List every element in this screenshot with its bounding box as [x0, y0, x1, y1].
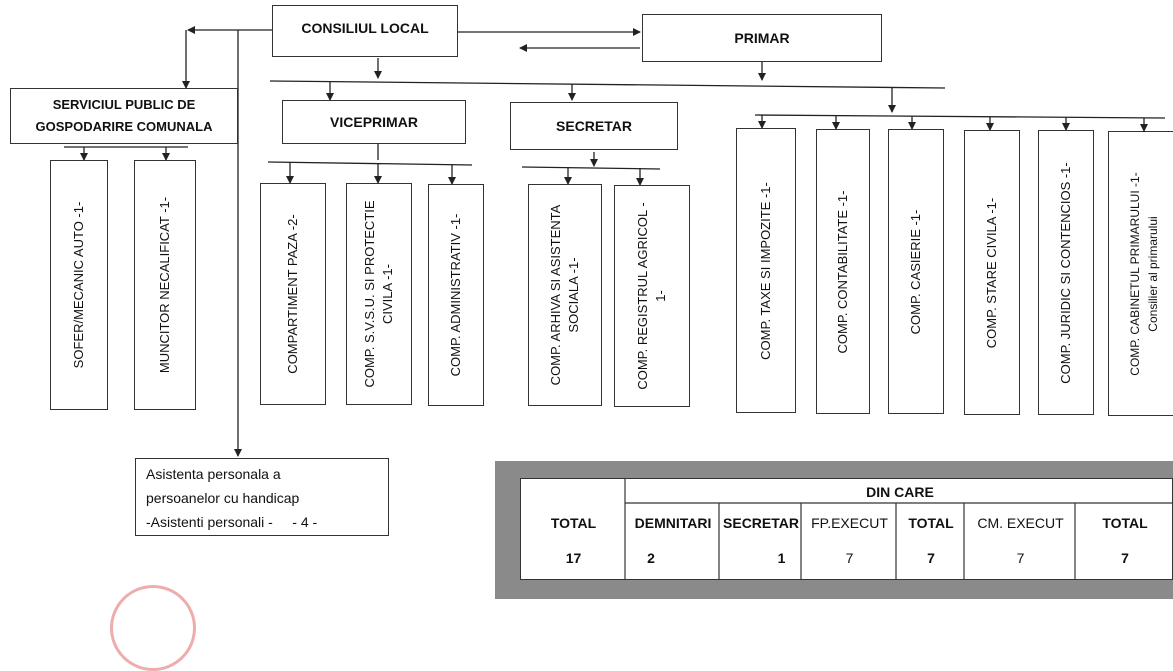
comp-registrul-agricol-box: COMP. REGISTRUL AGRICOL - 1- [614, 185, 690, 407]
compartiment-paza-label: COMPARTIMENT PAZA -2- [285, 214, 300, 374]
comp-cabinetul-line1: COMP. CABINETUL PRIMARULUI -1- [1127, 171, 1142, 376]
comp-taxe-impozite-label: COMP. TAXE SI IMPOZITE -1- [758, 181, 773, 360]
table-header-secretar: SECRETAR [723, 515, 799, 531]
sofer-mecanic-label: SOFER/MECANIC AUTO -1- [71, 201, 86, 369]
comp-contabilitate-label: COMP. CONTABILITATE -1- [835, 189, 850, 354]
viceprimar-label: VICEPRIMAR [330, 114, 418, 130]
comp-registrul-line2: 1- [653, 290, 668, 302]
table-value-total: 17 [565, 550, 582, 566]
table-header-total-3: TOTAL [1102, 515, 1148, 531]
asistenta-personala-box: Asistenta personala a persoanelor cu han… [135, 458, 389, 536]
table-grid-lines [624, 478, 1173, 580]
comp-arhiva-box: COMP. ARHIVA SI ASISTENTA SOCIALA -1- [528, 184, 602, 406]
table-header-cm-execut: CM. EXECUT [977, 515, 1064, 531]
comp-casierie-box: COMP. CASIERIE -1- [888, 129, 944, 414]
comp-juridic-contencios-box: COMP. JURIDIC SI CONTENCIOS -1- [1038, 130, 1094, 415]
serviciul-public-line1: SERVICIUL PUBLIC DE [52, 97, 196, 112]
comp-svsu-line1: COMP. S.V.S.U. SI PROTECTIE [362, 200, 377, 388]
consiliul-local-box: CONSILIUL LOCAL [272, 5, 458, 57]
stamp-seal [110, 585, 196, 671]
asistenta-line3: -Asistenti personali - - 4 - [146, 514, 318, 530]
comp-registrul-line1: COMP. REGISTRUL AGRICOL - [635, 202, 650, 390]
table-header-total-2: TOTAL [908, 515, 954, 531]
comp-administrativ-box: COMP. ADMINISTRATIV -1- [428, 184, 484, 406]
comp-svsu-box: COMP. S.V.S.U. SI PROTECTIE CIVILA -1- [346, 183, 412, 405]
comp-stare-civila-box: COMP. STARE CIVILA -1- [964, 130, 1020, 415]
comp-arhiva-line2: SOCIALA -1- [566, 257, 581, 333]
table-din-care: DIN CARE [866, 483, 934, 500]
sofer-mecanic-box: SOFER/MECANIC AUTO -1- [50, 160, 108, 410]
primar-box: PRIMAR [642, 14, 882, 62]
compartiment-paza-box: COMPARTIMENT PAZA -2- [260, 183, 326, 405]
comp-arhiva-line1: COMP. ARHIVA SI ASISTENTA [548, 204, 563, 386]
table-header-fp-execut: FP.EXECUT [811, 515, 888, 531]
muncitor-necalificat-box: MUNCITOR NECALIFICAT -1- [134, 160, 196, 410]
comp-stare-civila-label: COMP. STARE CIVILA -1- [984, 197, 999, 348]
serviciul-public-box: SERVICIUL PUBLIC DE GOSPODARIRE COMUNALA [10, 88, 238, 144]
comp-cabinetul-line2: Consilier al primarului [1145, 215, 1160, 332]
comp-administrativ-label: COMP. ADMINISTRATIV -1- [448, 213, 463, 377]
serviciul-public-line2: GOSPODARIRE COMUNALA [35, 119, 213, 134]
primar-label: PRIMAR [734, 30, 790, 46]
comp-svsu-line2: CIVILA -1- [380, 264, 395, 324]
muncitor-necalificat-label: MUNCITOR NECALIFICAT -1- [157, 196, 172, 374]
table-value-cm-execut: 7 [1016, 550, 1025, 566]
consiliul-local-label: CONSILIUL LOCAL [301, 20, 429, 36]
comp-taxe-impozite-box: COMP. TAXE SI IMPOZITE -1- [736, 128, 796, 413]
table-value-demnitari: 2 [647, 550, 655, 566]
viceprimar-box: VICEPRIMAR [282, 100, 466, 144]
asistenta-line2: persoanelor cu handicap [146, 490, 300, 506]
connector-lines [64, 26, 1166, 457]
comp-contabilitate-box: COMP. CONTABILITATE -1- [816, 129, 870, 414]
comp-cabinetul-primarului-box: COMP. CABINETUL PRIMARULUI -1- Consilier… [1108, 131, 1173, 416]
comp-juridic-contencios-label: COMP. JURIDIC SI CONTENCIOS -1- [1058, 161, 1073, 384]
table-header-total: TOTAL [550, 515, 597, 531]
secretar-box: SECRETAR [510, 102, 678, 150]
summary-table: DIN CARE TOTAL DEMNITARI SECRETAR FP.EXE… [520, 478, 1173, 580]
table-header-demnitari: DEMNITARI [634, 515, 712, 531]
comp-casierie-label: COMP. CASIERIE -1- [908, 209, 923, 334]
table-value-total-3: 7 [1121, 550, 1129, 566]
table-value-fp-execut: 7 [845, 550, 854, 566]
table-value-total-2: 7 [927, 550, 935, 566]
secretar-label: SECRETAR [556, 118, 632, 134]
table-value-secretar: 1 [777, 550, 786, 566]
asistenta-line1: Asistenta personala a [146, 466, 281, 482]
